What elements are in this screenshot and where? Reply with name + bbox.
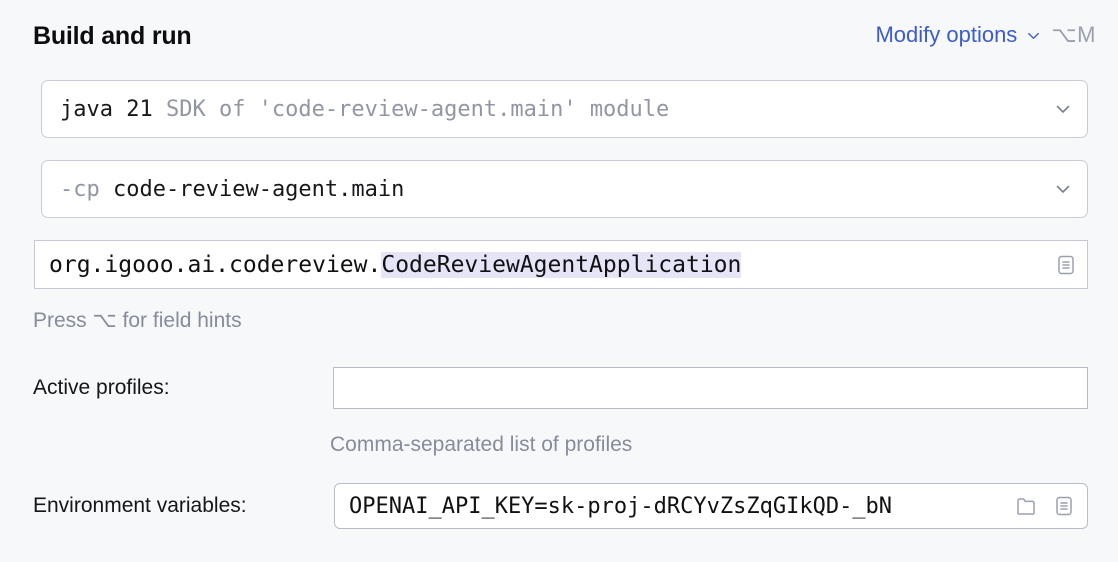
header-actions: Modify options ⌥M: [875, 22, 1096, 48]
classpath-value: code-review-agent.main: [113, 176, 405, 202]
environment-variables-actions: [1005, 489, 1081, 523]
environment-variables-label: Environment variables:: [33, 494, 247, 517]
sdk-combobox[interactable]: java 21 SDK of 'code-review-agent.main' …: [41, 80, 1088, 138]
active-profiles-input[interactable]: [333, 367, 1088, 409]
folder-icon[interactable]: [1009, 489, 1043, 523]
sdk-description: SDK of 'code-review-agent.main' module: [165, 96, 670, 122]
modify-options-label: Modify options: [875, 22, 1018, 47]
list-document-icon[interactable]: [1047, 489, 1081, 523]
page-title: Build and run: [33, 22, 192, 50]
environment-variables-input[interactable]: OPENAI_API_KEY=sk-proj-dRCYvZsZqGIkQD-_b…: [334, 483, 1088, 529]
main-class-package: org.igooo.ai.codereview.: [49, 251, 382, 278]
sdk-name: java 21: [60, 96, 153, 122]
classpath-flag: -cp: [60, 176, 100, 202]
sdk-combobox-text: java 21 SDK of 'code-review-agent.main' …: [60, 97, 669, 122]
panel-header: Build and run Modify options ⌥M: [0, 0, 1118, 72]
main-class-input[interactable]: org.igooo.ai.codereview.CodeReviewAgentA…: [34, 240, 1088, 289]
environment-variables-value: OPENAI_API_KEY=sk-proj-dRCYvZsZqGIkQD-_b…: [349, 493, 893, 519]
chevron-down-icon[interactable]: [1049, 95, 1077, 123]
classpath-combobox[interactable]: -cp code-review-agent.main: [41, 160, 1088, 218]
active-profiles-label: Active profiles:: [33, 376, 170, 399]
field-hints-text: Press ⌥ for field hints: [33, 309, 242, 332]
active-profiles-hint: Comma-separated list of profiles: [330, 433, 633, 456]
modify-options-shortcut: ⌥M: [1051, 22, 1096, 47]
main-class-selection: CodeReviewAgentApplication: [381, 251, 742, 278]
list-document-icon[interactable]: [1049, 248, 1083, 282]
classpath-combobox-text: -cp code-review-agent.main: [60, 177, 404, 202]
chevron-down-icon: [1026, 28, 1041, 43]
chevron-down-icon[interactable]: [1049, 175, 1077, 203]
modify-options-button[interactable]: Modify options: [875, 22, 1041, 48]
main-class-text: org.igooo.ai.codereview.CodeReviewAgentA…: [49, 251, 742, 278]
